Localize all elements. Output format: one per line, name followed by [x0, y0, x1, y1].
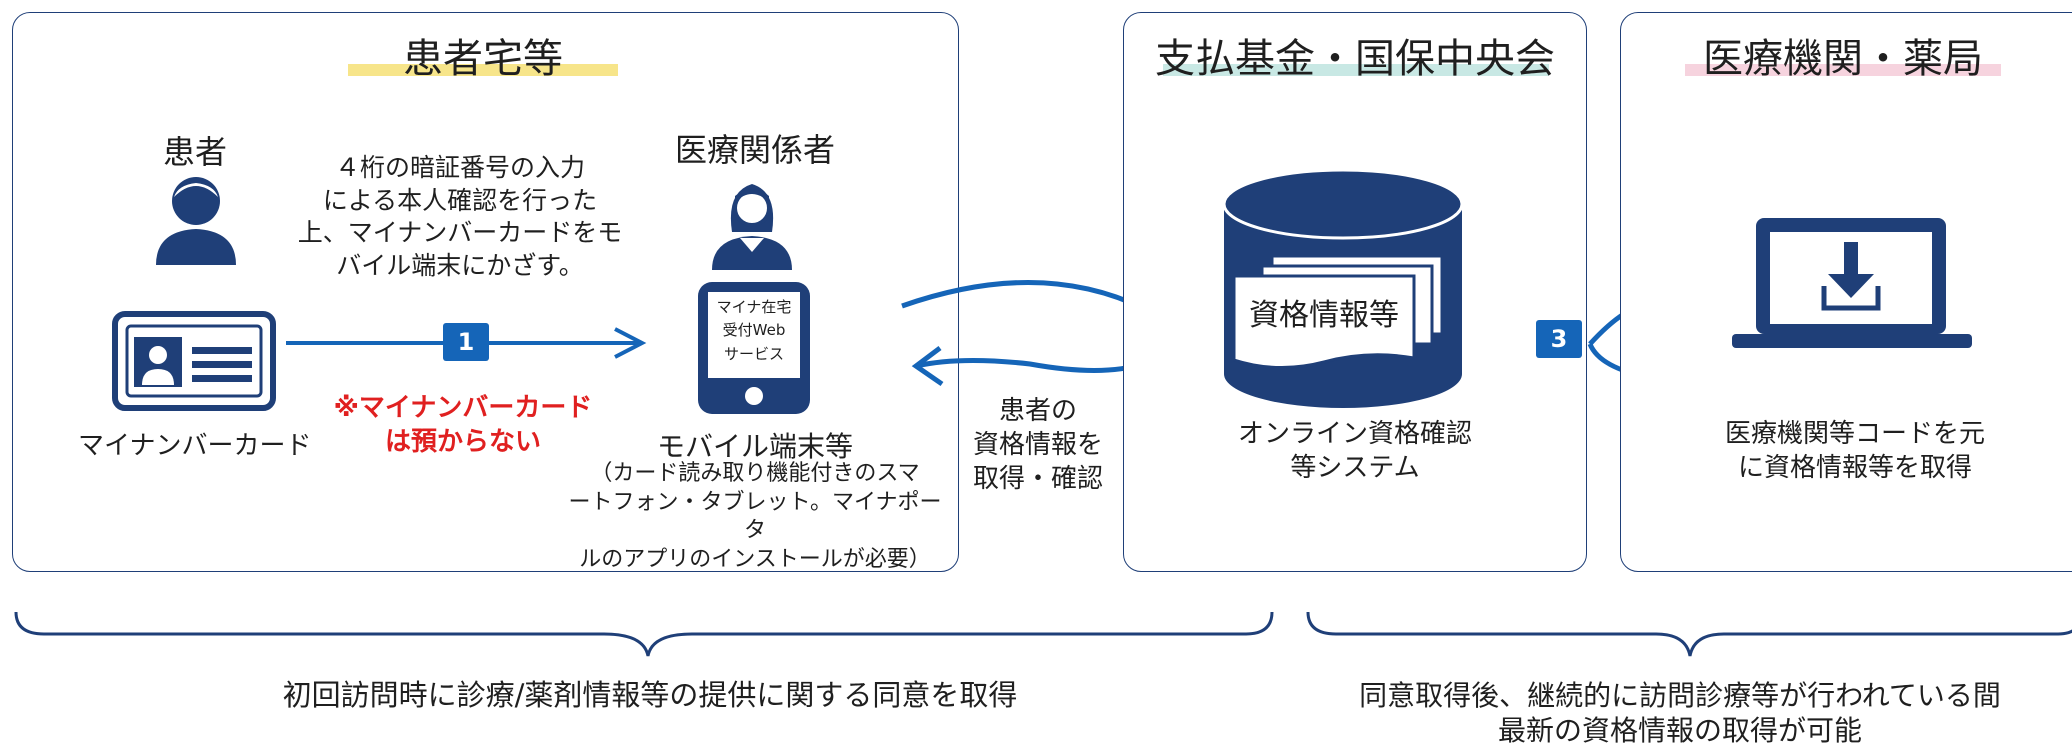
database-icon — [1222, 168, 1464, 408]
staff-person-icon — [712, 184, 792, 270]
instruction-text: ４桁の暗証番号の入力 による本人確認を行った 上、マイナンバーカードをモ バイル… — [297, 153, 623, 280]
medical-description: 医療機関等コードを元 に資格情報等を取得 — [1724, 419, 1985, 483]
step3-badge: 3 — [1536, 320, 1582, 358]
person-icon — [156, 177, 236, 265]
system-label: オンライン資格確認 等システム — [1237, 419, 1472, 483]
id-card-icon — [112, 311, 276, 411]
home-title-highlight — [348, 64, 618, 76]
right-brace — [1306, 611, 2072, 657]
staff-label: 医療関係者 — [674, 131, 835, 169]
bottom-left-text: 初回訪問時に診療/薬剤情報等の提供に関する同意を取得 — [282, 678, 1018, 712]
smartphone-icon — [698, 282, 810, 414]
device-label: モバイル端末等 — [656, 430, 853, 463]
flow-note: 患者の 資格情報を 取得・確認 — [972, 396, 1103, 494]
fund-title: 支払基金・国保中央会 — [1155, 36, 1555, 82]
warning-text: ※マイナンバーカード は預からない — [333, 393, 593, 457]
home-title: 患者宅等 — [403, 36, 563, 82]
medical-title: 医療機関・薬局 — [1703, 36, 1983, 82]
step1-badge: 1 — [443, 323, 489, 361]
bottom-right-text: 同意取得後、継続的に訪問診療等が行われている間 最新の資格情報の取得が可能 — [1359, 679, 2001, 747]
patient-label: 患者 — [162, 133, 227, 171]
laptop-download-icon — [1732, 218, 1972, 348]
phone-screen-text: マイナ在宅 受付Web サービス — [716, 298, 792, 363]
card-label: マイナンバーカード — [78, 431, 312, 461]
medical-title-highlight — [1685, 64, 2001, 76]
db-label: 資格情報等 — [1249, 298, 1399, 333]
left-brace — [14, 611, 1274, 657]
fund-title-highlight — [1163, 64, 1549, 76]
device-note: （カード読み取り機能付きのスマ ートフォン・タブレット。マイナポータ ルのアプリ… — [568, 461, 942, 572]
